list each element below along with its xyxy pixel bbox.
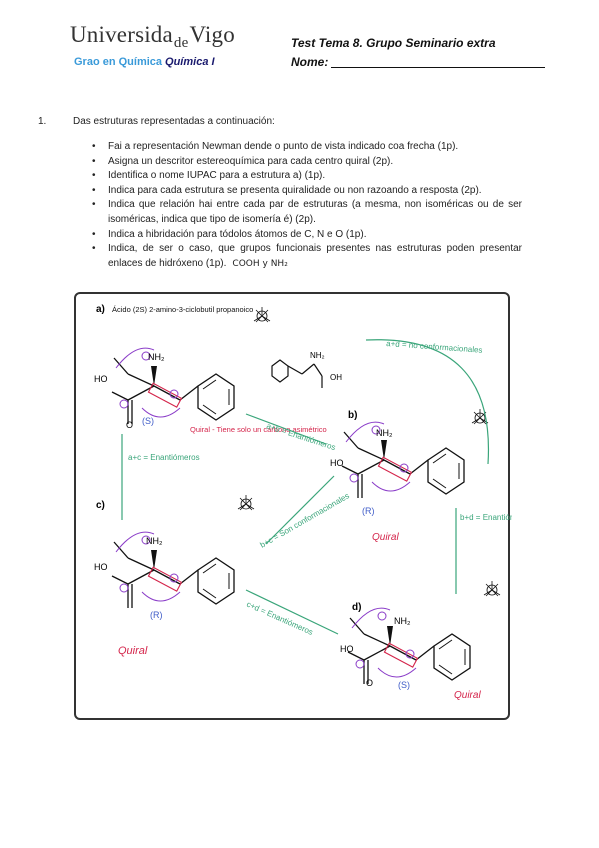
quiral-b: Quiral [372,532,399,543]
descriptor-b: (R) [362,506,375,516]
newman-a [253,306,271,323]
structures-panel: a) Ácido (2S) 2-amino-3-ciclobutil propa… [74,292,532,720]
bullet-item: Indica para cada estrutura se presenta q… [92,184,522,199]
university-name-part1: Universida [70,22,173,47]
question-number: 1. [38,116,47,127]
label-c: c) [96,500,105,511]
question-intro: Das estruturas representadas a continuac… [73,116,275,127]
bullet-item: Indica, de ser o caso, que grupos funcio… [92,242,522,271]
bullet-text: Indica que relación hai entre cada par d… [108,199,522,225]
bullet-item: Fai a representación Newman dende o punt… [92,140,522,155]
newman-d [483,580,501,597]
bullet-text: Indica para cada estrutura se presenta q… [108,184,482,196]
nh2-label-c: NH₂ [146,536,163,546]
label-b: b) [348,410,357,421]
structure-c [111,531,235,609]
descriptor-c: (R) [150,610,163,620]
university-name-part2: Vigo [189,22,235,47]
oh-sketch: OH [330,373,342,382]
skeletal-sketch-a [271,359,323,388]
name-label: Nome: [291,55,329,69]
label-a: a) [96,304,105,315]
quiral-d: Quiral [454,690,481,701]
iupac-name-a: Ácido (2S) 2-amino-3-ciclobutil propanoi… [112,305,253,314]
relation-ad: a+d = no conformacionales [386,339,483,355]
quiral-c: Quiral [118,645,148,657]
structure-b [341,421,465,499]
label-d: d) [352,602,361,613]
nh2-label-b: NH₂ [376,428,393,438]
nh2-label-d: NH₂ [394,616,411,626]
nh2-label-a: NH₂ [148,352,165,362]
relation-arrows [121,339,490,635]
bullet-item: Identifica o nome IUPAC para a estrutura… [92,169,522,184]
degree-name: Grao en Química [74,56,163,68]
bullet-text: Asigna un descritor estereoquímica para … [108,155,394,167]
newman-c [237,494,255,511]
bullet-item: Asigna un descritor estereoquímica para … [92,155,522,170]
relation-bc: b+c = Son conformacionales [259,491,351,549]
o-label-d: O [366,678,373,688]
relation-ac: a+c = Enantiómeros [128,453,200,462]
handwritten-answer: COOH y NH₂ [232,258,288,269]
ho-label-c: HO [94,562,108,572]
test-title: Test Tema 8. Grupo Seminario extra [291,36,496,50]
nh2-sketch: NH₂ [310,351,325,360]
university-logo: UniversidadeVigo [70,22,235,51]
structures-drawing: a) Ácido (2S) 2-amino-3-ciclobutil propa… [94,304,532,701]
bullet-text: Indica, de ser o caso, que grupos funcio… [108,243,522,269]
bullet-item: Indica a hibridación para tódolos átomos… [92,228,522,243]
bullet-item: Indica que relación hai entre cada par d… [92,198,522,227]
ho-label-a: HO [94,374,108,384]
name-field-line[interactable] [331,67,545,68]
descriptor-d: (S) [398,680,410,690]
quiral-note-a: Quiral - Tiene solo un carbono asimétric… [190,425,327,434]
bullet-text: Identifica o nome IUPAC para a estrutura… [108,170,326,182]
relation-bd: b+d = Enantiómeros [460,513,512,522]
ho-label-d: HO [340,644,354,654]
subject-name: Química I [165,56,215,68]
o-label-a: O [126,420,133,430]
ho-label-b: HO [330,458,344,468]
bullet-text: Indica a hibridación para tódolos átomos… [108,228,367,240]
structure-a [111,347,235,425]
descriptor-a: (S) [142,416,154,426]
question-bullet-list: Fai a representación Newman dende o punt… [92,140,522,271]
bullet-text: Fai a representación Newman dende o punt… [108,141,459,152]
university-name-de: de [173,35,189,51]
